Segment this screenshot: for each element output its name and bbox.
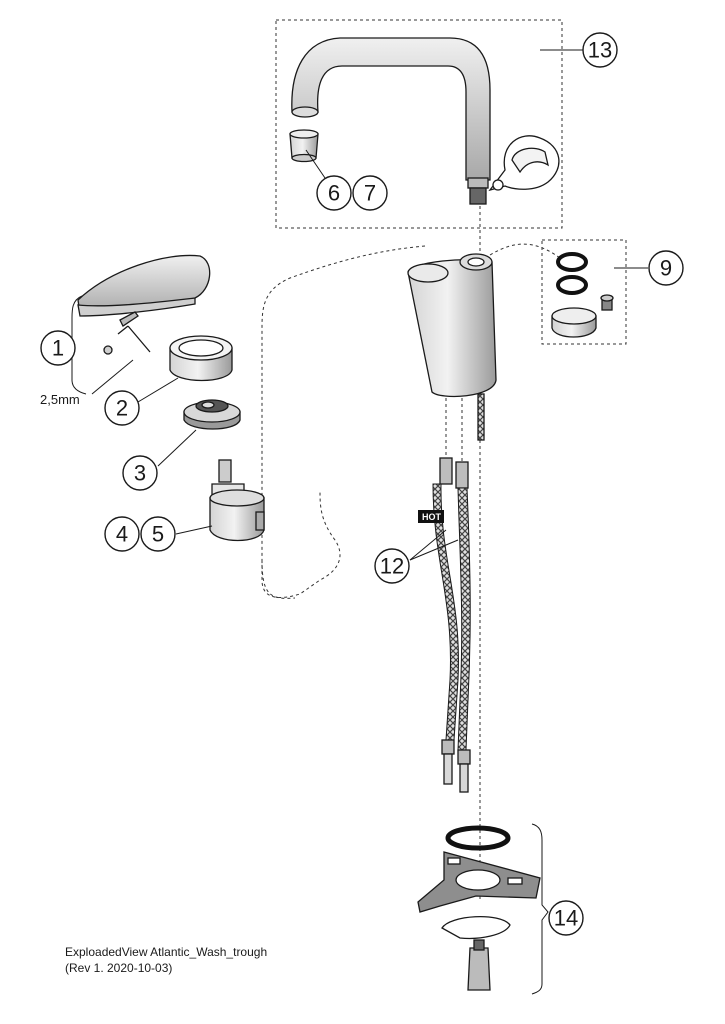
callout-5: 5 — [152, 522, 164, 547]
seal-kit-part — [551, 252, 614, 338]
callout-12: 12 — [380, 554, 404, 579]
mounting-kit-part — [417, 825, 541, 991]
callout-14-circle[interactable] — [548, 900, 584, 936]
cartridge-routing-dashed-path — [261, 245, 426, 598]
mounting-kit-bracket — [531, 823, 549, 995]
callout-9: 9 — [660, 256, 672, 281]
spout-group-box — [275, 19, 563, 229]
spout-clip-detail — [488, 135, 560, 192]
flex-hoses-part: HOT — [418, 457, 471, 793]
callout-7-circle[interactable] — [352, 175, 388, 211]
dome-nut-part — [183, 399, 241, 430]
callout-14: 14 — [554, 906, 578, 931]
spout-part — [291, 37, 491, 205]
callout-2: 2 — [116, 396, 128, 421]
seal-kit-group-box — [541, 239, 627, 345]
footer-revision: (Rev 1. 2020-10-03) — [65, 961, 173, 975]
leader-2 — [137, 377, 179, 403]
callout-13-circle[interactable] — [582, 32, 618, 68]
callout-6-circle[interactable] — [316, 175, 352, 211]
mixer-body-part — [407, 253, 497, 441]
cartridge-part — [209, 459, 265, 542]
callout-7: 7 — [364, 181, 376, 206]
callout-3: 3 — [134, 461, 146, 486]
cartridge-link-dashed — [261, 559, 296, 599]
lever-handle-part — [77, 254, 211, 355]
leader-3 — [157, 429, 197, 467]
leader-hex-key — [91, 359, 134, 395]
callout-13: 13 — [588, 38, 612, 63]
footer-caption: ExploadedView Atlantic_Wash_trough (Rev … — [65, 944, 267, 976]
callout-6: 6 — [328, 181, 340, 206]
callout-9-circle[interactable] — [648, 250, 684, 286]
callout-1: 1 — [52, 336, 64, 361]
leader-12b — [409, 539, 459, 561]
leader-4-5 — [175, 525, 213, 535]
callout-2-circle[interactable] — [104, 390, 140, 426]
leader-6 — [305, 149, 326, 179]
callout-5-circle[interactable] — [140, 516, 176, 552]
leader-12a — [409, 529, 447, 561]
hot-tag-label: HOT — [422, 512, 442, 522]
callout-4-circle[interactable] — [104, 516, 140, 552]
callout-4: 4 — [116, 522, 128, 547]
callout-1-circle[interactable] — [40, 330, 76, 366]
footer-title: ExploadedView Atlantic_Wash_trough — [65, 945, 268, 959]
aerator-part — [289, 129, 319, 163]
cap-ring-part — [169, 335, 233, 382]
seal-kit-link-dashed — [489, 243, 561, 259]
callout-12-circle[interactable] — [374, 548, 410, 584]
hex-key-size-label: 2,5mm — [40, 392, 80, 407]
callout-3-circle[interactable] — [122, 455, 158, 491]
